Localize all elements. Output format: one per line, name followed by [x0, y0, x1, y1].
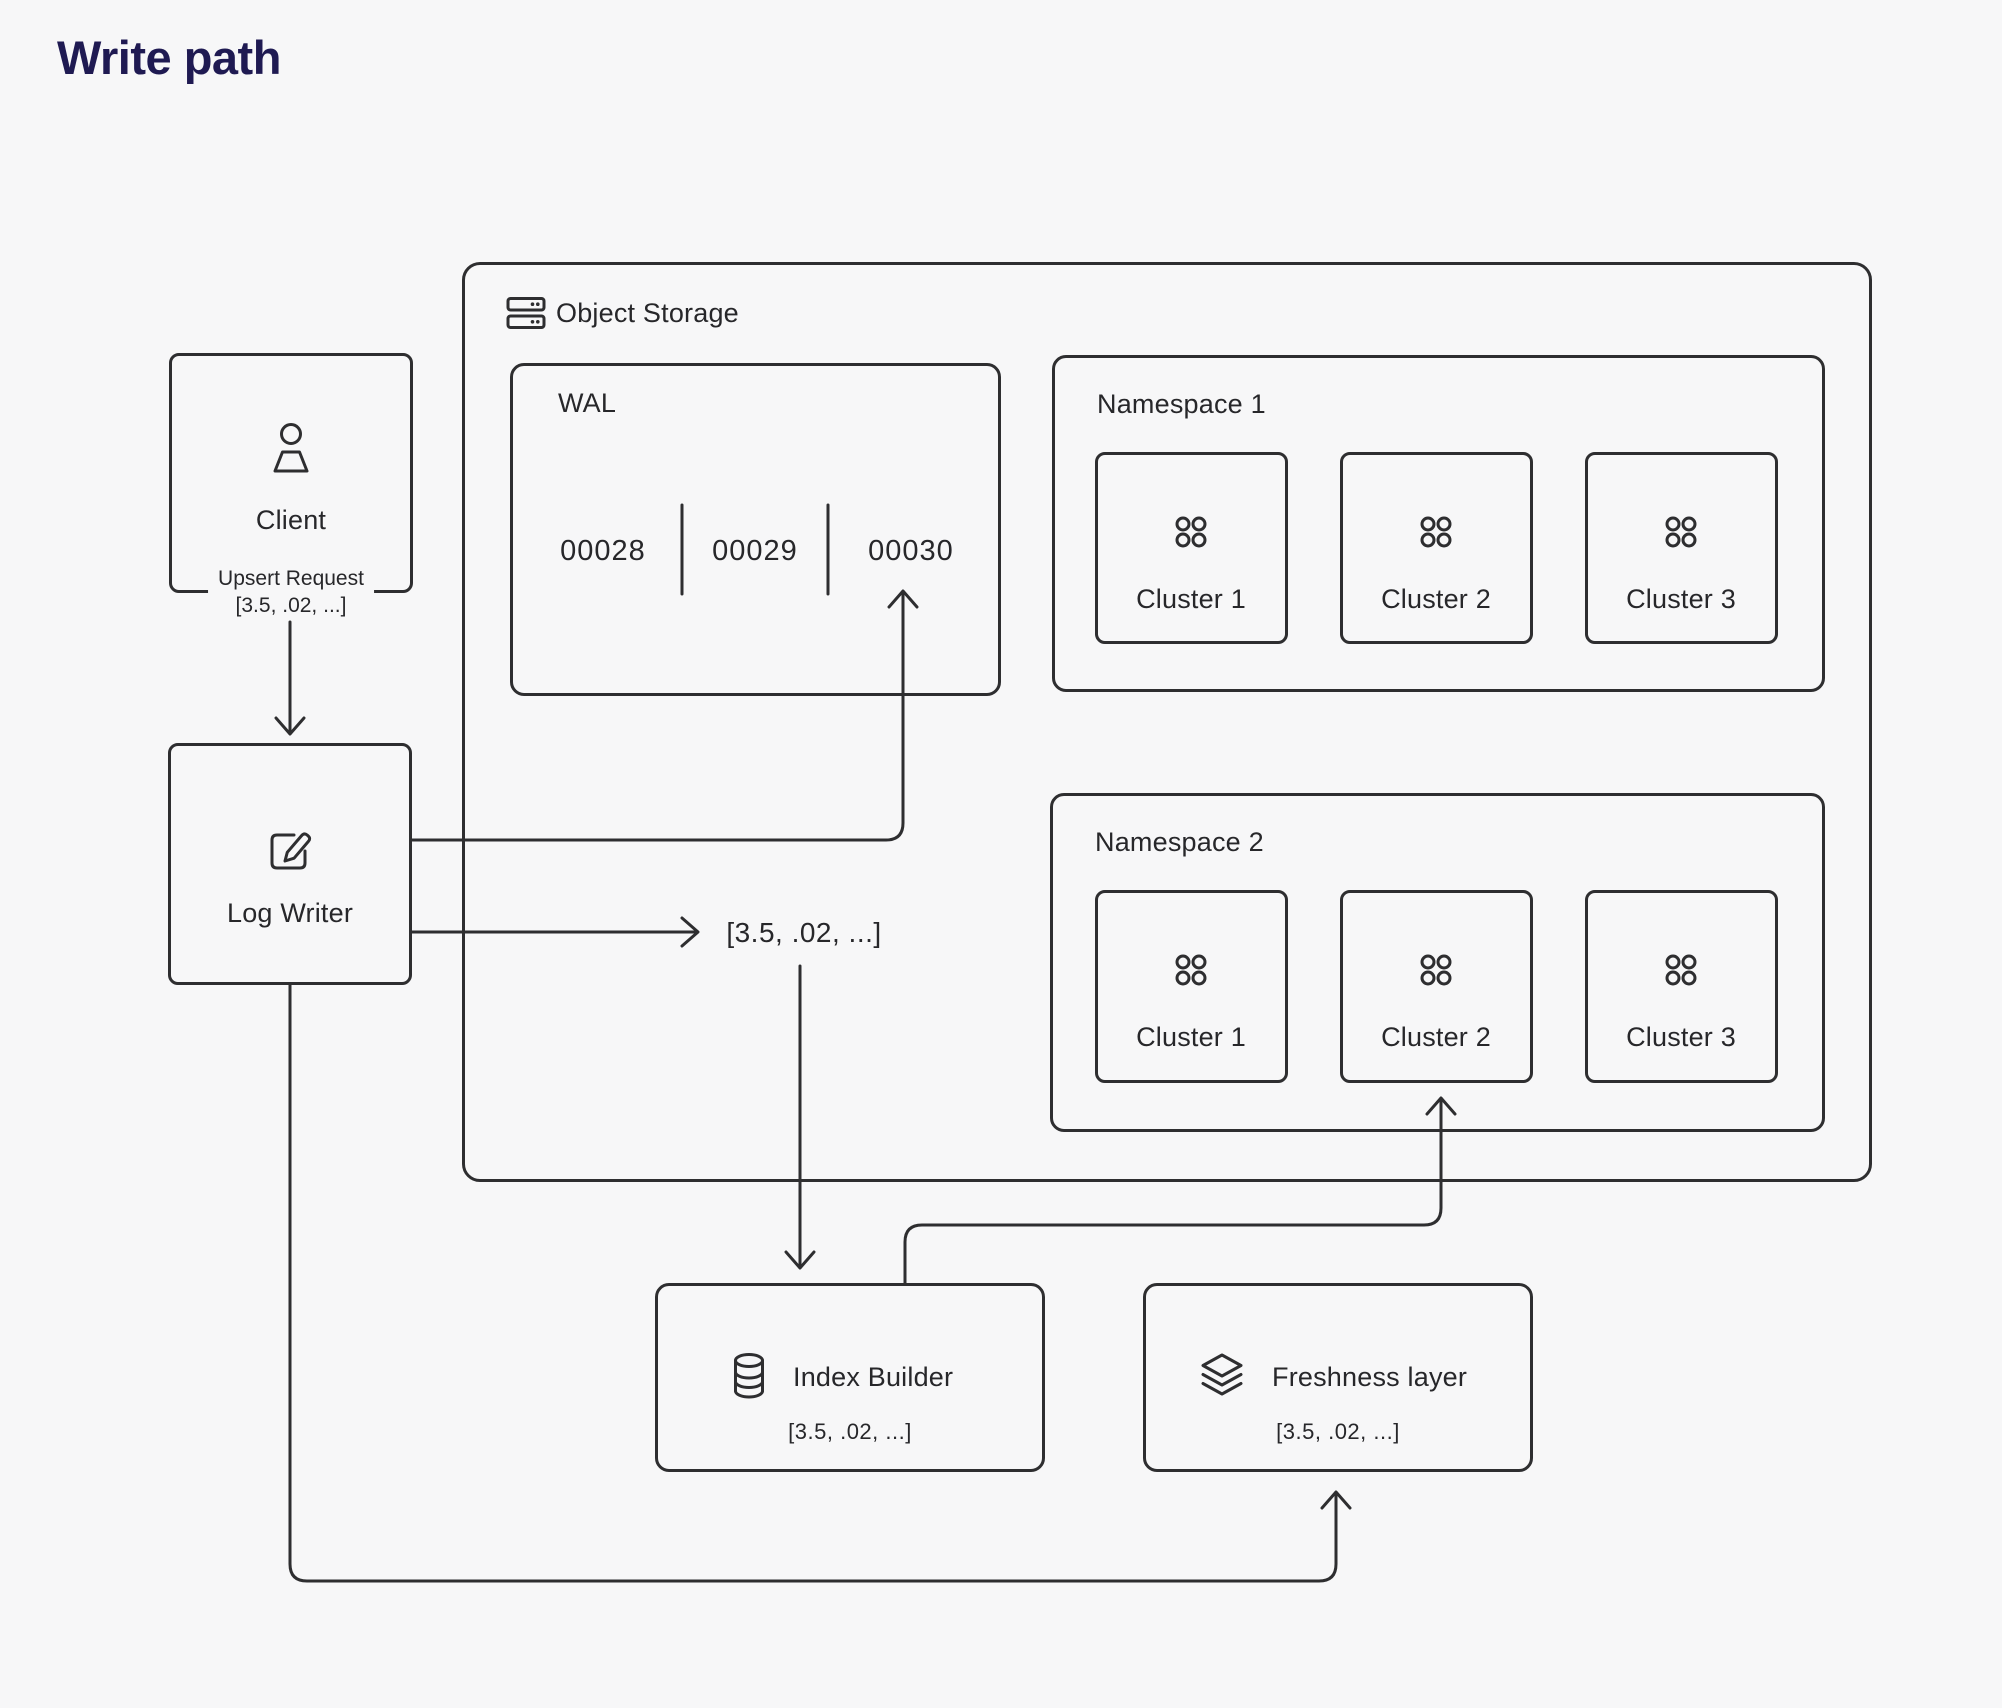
upsert-request-line1: Upsert Request	[218, 567, 364, 590]
wal-box	[510, 363, 1001, 696]
namespace-2-box	[1050, 793, 1825, 1132]
wal-segment-00028: 00028	[560, 535, 646, 567]
namespace-1-box	[1052, 355, 1825, 692]
wal-segment-00029: 00029	[712, 535, 798, 567]
freshness-layer-vector-label: [3.5, .02, ...]	[1276, 1419, 1400, 1444]
server-stack-icon	[506, 297, 546, 329]
wal-label: WAL	[558, 388, 617, 418]
client-label: Client	[255, 505, 327, 535]
index-builder-box	[655, 1283, 1045, 1472]
index-builder-label: Index Builder	[793, 1362, 954, 1392]
database-icon	[734, 1353, 764, 1399]
dots-grid-icon	[1420, 516, 1452, 548]
edit-pencil-icon	[270, 832, 312, 870]
log-writer-label: Log Writer	[226, 898, 354, 928]
ns1-cluster-1-box	[1095, 452, 1288, 644]
vector-flow-label: [3.5, .02, ...]	[726, 917, 882, 948]
ns2-cluster-1-box	[1095, 890, 1288, 1083]
object-storage-label: Object Storage	[556, 298, 739, 328]
dots-grid-icon	[1420, 954, 1452, 986]
ns2-cluster-2-label: Cluster 2	[1381, 1022, 1491, 1052]
layers-icon	[1201, 1353, 1243, 1396]
ns2-cluster-1-label: Cluster 1	[1136, 1022, 1246, 1052]
arrowhead-indexbuilder-to-cluster	[1425, 1096, 1457, 1116]
arrowhead-logwriter-to-freshness	[1320, 1490, 1352, 1510]
object-storage-container	[462, 262, 1872, 1182]
freshness-layer-box	[1143, 1283, 1533, 1472]
ns1-cluster-2-label: Cluster 2	[1381, 584, 1491, 614]
namespace-1-label: Namespace 1	[1097, 389, 1266, 419]
wal-segment-00030: 00030	[868, 535, 954, 567]
arrow-logwriter-to-freshness	[288, 983, 1338, 1583]
ns1-cluster-3-box	[1585, 452, 1778, 644]
dots-grid-icon	[1665, 516, 1697, 548]
ns1-cluster-2-box	[1340, 452, 1533, 644]
arrow-logwriter-to-wal	[410, 590, 905, 842]
upsert-request-line2: [3.5, .02, ...]	[235, 594, 347, 617]
arrowhead-client-to-logwriter	[274, 716, 306, 736]
dots-grid-icon	[1175, 954, 1207, 986]
ns1-cluster-3-label: Cluster 3	[1626, 584, 1736, 614]
arrowhead-logwriter-to-wal	[887, 589, 919, 609]
arrowhead-vector-to-indexbuilder	[784, 1250, 816, 1270]
person-icon	[273, 423, 309, 473]
ns1-cluster-1-label: Cluster 1	[1136, 584, 1246, 614]
arrowhead-logwriter-to-vector	[680, 916, 700, 948]
upsert-request-label: Upsert Request [3.5, .02, ...]	[208, 564, 374, 620]
arrow-indexbuilder-to-cluster	[903, 1098, 1443, 1285]
freshness-layer-label: Freshness layer	[1272, 1362, 1468, 1392]
namespace-2-label: Namespace 2	[1095, 827, 1264, 857]
ns2-cluster-2-box	[1340, 890, 1533, 1083]
dots-grid-icon	[1665, 954, 1697, 986]
ns2-cluster-3-box	[1585, 890, 1778, 1083]
ns2-cluster-3-label: Cluster 3	[1626, 1022, 1736, 1052]
index-builder-vector-label: [3.5, .02, ...]	[788, 1419, 912, 1444]
dots-grid-icon	[1175, 516, 1207, 548]
page-title: Write path	[57, 31, 281, 84]
